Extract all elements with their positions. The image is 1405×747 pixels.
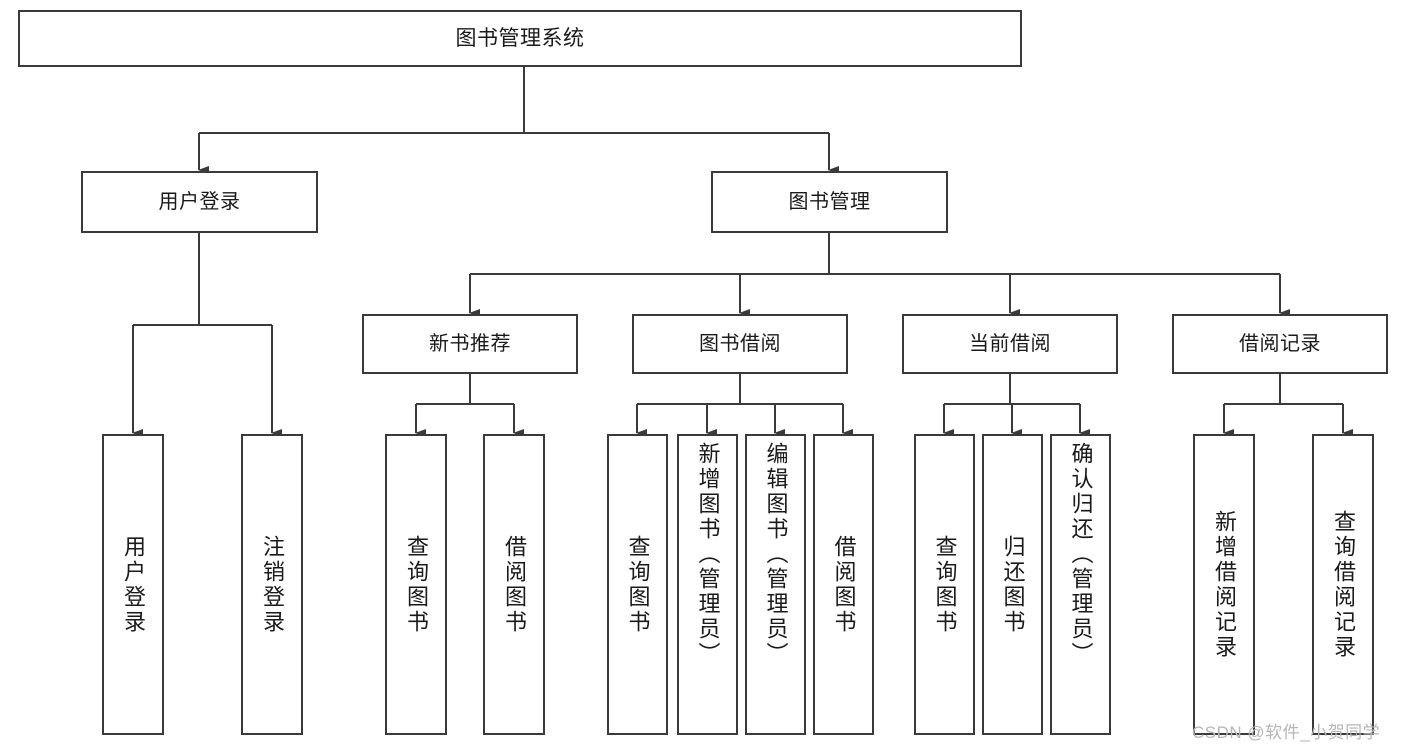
node-user-login[interactable]: 用户登录 [102,434,164,735]
node-user-logout-label: 注销登录 [260,534,285,635]
node-query-book-3[interactable]: 查询图书 [914,434,975,735]
node-borrow-book-1-label: 借阅图书 [502,534,527,635]
node-root-label: 图书管理系统 [455,26,585,50]
node-confirm-return-admin[interactable]: 确认归还（管理员） [1050,434,1111,735]
node-new-book-recommend[interactable]: 新书推荐 [362,314,578,374]
node-confirm-return-admin-label: 确认归还（管理员） [1068,442,1094,667]
node-borrow-records-label: 借阅记录 [1239,332,1321,355]
node-query-book-1[interactable]: 查询图书 [385,434,447,735]
node-return-book-label: 归还图书 [1000,534,1026,635]
node-borrow-book-2-label: 借阅图书 [831,534,857,635]
node-add-book-admin[interactable]: 新增图书（管理员） [677,434,738,735]
node-borrow-book-1[interactable]: 借阅图书 [483,434,545,735]
node-query-book-1-label: 查询图书 [404,534,429,635]
node-query-borrow-record[interactable]: 查询借阅记录 [1312,434,1374,735]
node-borrow-records[interactable]: 借阅记录 [1172,314,1388,374]
node-current-borrow-label: 当前借阅 [969,332,1051,355]
node-add-borrow-record-label: 新增借阅记录 [1212,509,1237,660]
node-book-manage-label: 图书管理 [788,190,871,213]
node-book-borrow-label: 图书借阅 [699,332,781,355]
watermark-text: CSDN @软件_小贺同学 [1192,723,1381,742]
node-book-borrow[interactable]: 图书借阅 [632,314,848,374]
node-query-book-2[interactable]: 查询图书 [607,434,668,735]
node-add-borrow-record[interactable]: 新增借阅记录 [1193,434,1255,735]
node-book-manage[interactable]: 图书管理 [711,171,948,233]
node-edit-book-admin-label: 编辑图书（管理员） [763,442,789,667]
node-borrow-book-2[interactable]: 借阅图书 [813,434,874,735]
node-current-borrow[interactable]: 当前借阅 [902,314,1118,374]
node-edit-book-admin[interactable]: 编辑图书（管理员） [745,434,806,735]
node-user-login-label: 用户登录 [121,534,146,635]
node-new-book-recommend-label: 新书推荐 [429,332,511,355]
node-user-login-label: 用户登录 [158,190,241,213]
node-query-book-3-label: 查询图书 [932,534,958,635]
node-add-book-admin-label: 新增图书（管理员） [695,442,721,667]
node-user-login[interactable]: 用户登录 [81,171,318,233]
node-query-borrow-record-label: 查询借阅记录 [1331,509,1356,660]
node-root[interactable]: 图书管理系统 [18,10,1022,67]
node-user-logout[interactable]: 注销登录 [241,434,303,735]
node-query-book-2-label: 查询图书 [625,534,651,635]
node-return-book[interactable]: 归还图书 [982,434,1043,735]
